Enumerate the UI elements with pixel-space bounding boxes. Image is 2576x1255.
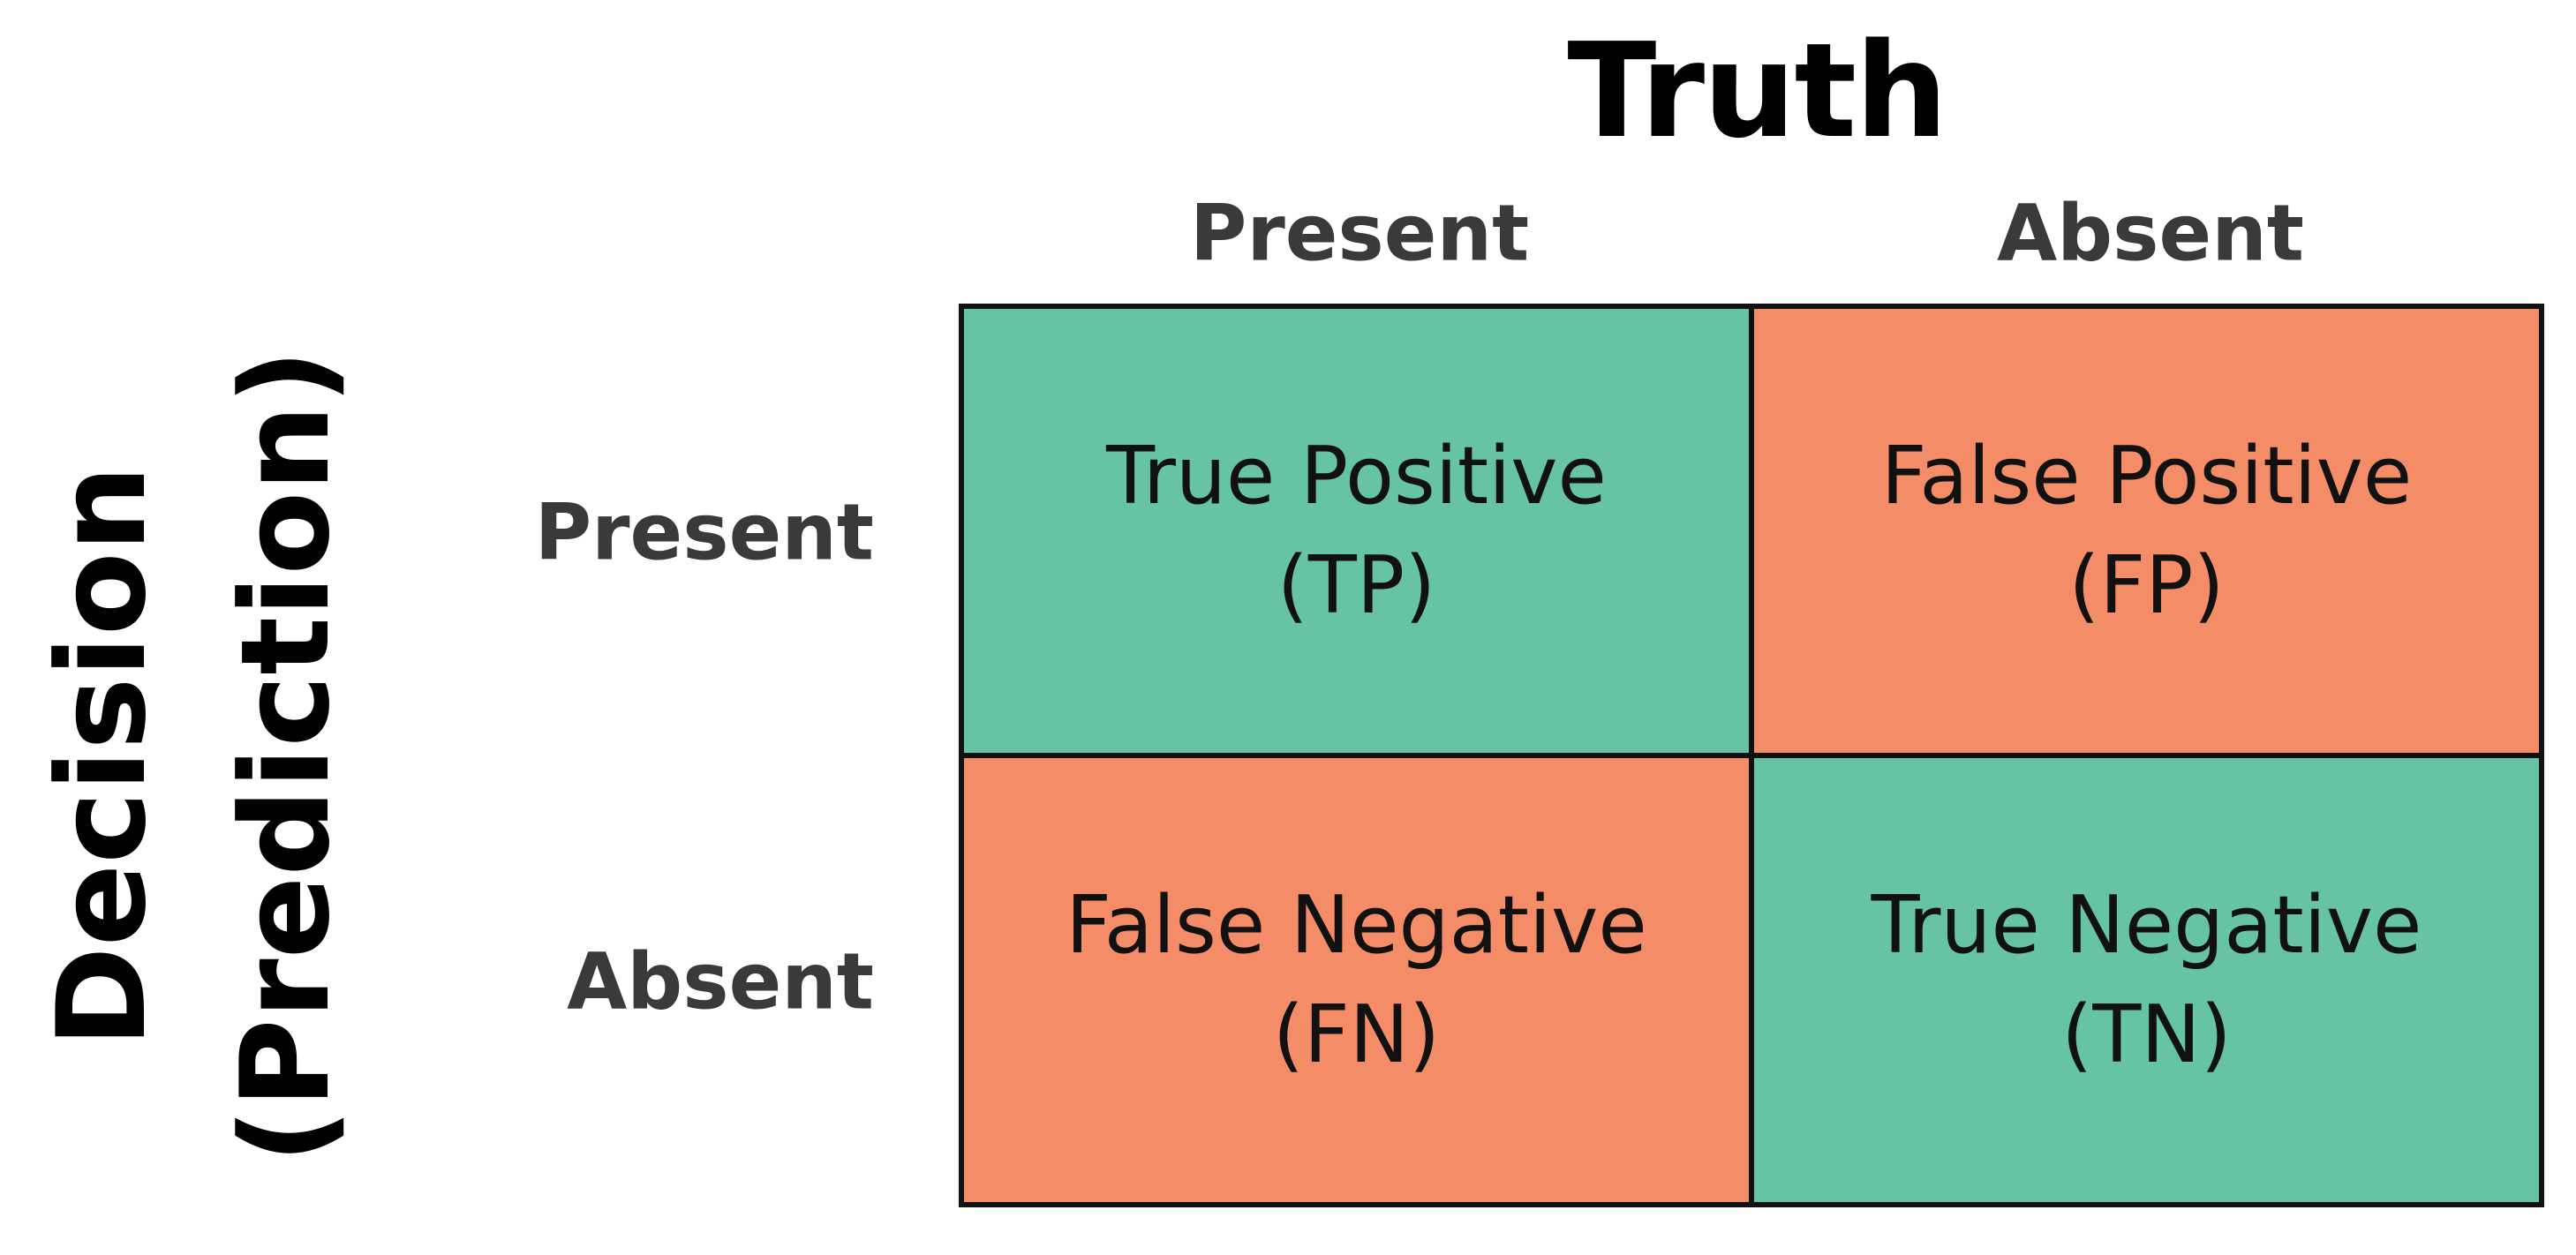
decision-title: Decision (Prediction) bbox=[11, 349, 378, 1163]
cell-false-negative: False Negative (FN) bbox=[964, 755, 1751, 1202]
column-header-present: Present bbox=[1189, 187, 1530, 279]
cell-label: False Positive bbox=[1880, 429, 2413, 522]
decision-title-line-1: Decision bbox=[31, 465, 173, 1048]
cell-label: True Positive bbox=[1106, 429, 1607, 522]
cell-true-negative: True Negative (TN) bbox=[1751, 755, 2539, 1202]
cell-abbreviation: (FP) bbox=[2068, 538, 2225, 632]
cell-label: True Negative bbox=[1871, 878, 2422, 972]
cell-abbreviation: (TN) bbox=[2061, 988, 2232, 1081]
cell-abbreviation: (FN) bbox=[1272, 988, 1441, 1081]
column-header-absent: Absent bbox=[1997, 187, 2304, 279]
cell-false-positive: False Positive (FP) bbox=[1751, 309, 2539, 755]
decision-title-line-2: (Prediction) bbox=[215, 349, 357, 1164]
row-header-absent: Absent bbox=[567, 936, 874, 1027]
cell-label: False Negative bbox=[1066, 878, 1647, 972]
confusion-matrix-grid: True Positive (TP) False Positive (FP) F… bbox=[959, 304, 2544, 1207]
cell-abbreviation: (TP) bbox=[1277, 538, 1436, 632]
truth-title: Truth bbox=[1567, 15, 1947, 167]
cell-true-positive: True Positive (TP) bbox=[964, 309, 1751, 755]
row-header-present: Present bbox=[534, 486, 874, 578]
